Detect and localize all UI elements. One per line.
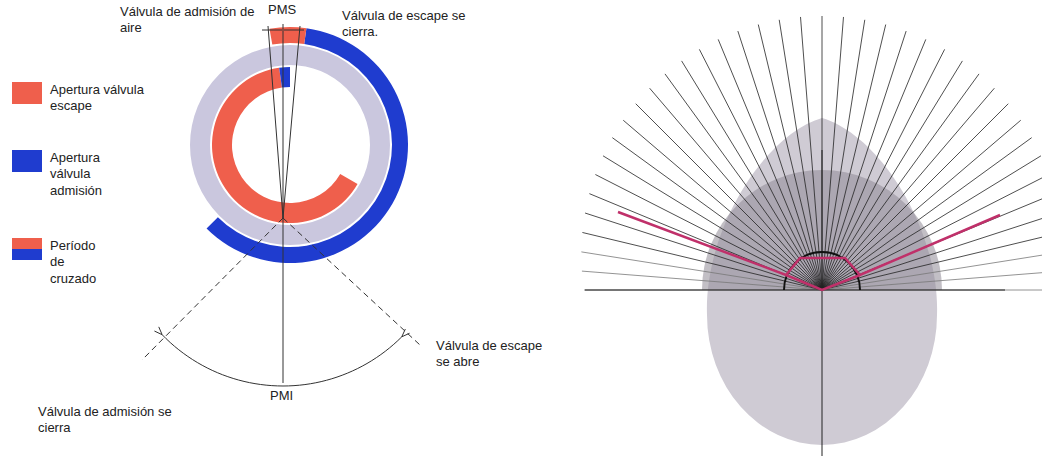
- follower-line: [618, 212, 1000, 275]
- timing-label: Válvula de admisión se cierra: [38, 404, 188, 437]
- fan-line: [822, 271, 1042, 290]
- axis-line: [822, 150, 823, 456]
- timing-line: [142, 218, 283, 360]
- legend-text: Período de cruzado: [50, 238, 108, 287]
- timing-line: [283, 218, 420, 345]
- tdc-line: [283, 24, 284, 218]
- legend-text: Apertura válvula admisión: [50, 150, 130, 199]
- fan-line: [718, 39, 822, 290]
- fan-line: [650, 88, 822, 290]
- arrowhead: [402, 329, 410, 337]
- dimension-arc: [162, 335, 283, 386]
- follower-line: [786, 275, 860, 290]
- fan-line: [758, 25, 822, 290]
- timing-line: [283, 26, 300, 218]
- intake-arc: [279, 67, 290, 88]
- dimension-arrow: [262, 30, 282, 31]
- fan-line: [665, 74, 822, 290]
- fan-line: [822, 232, 1042, 290]
- fan-line: [779, 20, 822, 290]
- fan-line: [699, 49, 822, 290]
- dimension-arc: [283, 337, 402, 386]
- fan-line: [822, 20, 865, 290]
- legend-swatch: [12, 150, 42, 172]
- legend-text: Apertura válvula escape: [50, 82, 160, 115]
- intake-arc: [207, 28, 408, 263]
- fan-line: [623, 120, 822, 290]
- fan-line: [822, 17, 843, 290]
- timing-line: [268, 26, 283, 218]
- fan-line: [822, 61, 962, 290]
- fan-line: [738, 31, 822, 290]
- timing-label: Válvula de admisión de aire: [120, 4, 260, 37]
- baseline: [585, 290, 1005, 291]
- fan-line: [822, 49, 945, 290]
- valve-track: [190, 45, 390, 245]
- arrowhead: [154, 327, 162, 335]
- legend-swatch: [12, 238, 42, 260]
- bdc-line: [283, 218, 284, 383]
- dimension-arrow: [284, 30, 304, 31]
- legend-swatch: [12, 82, 42, 104]
- fan-line: [822, 213, 1042, 290]
- fan-line: [801, 17, 822, 290]
- fan-line: [822, 31, 906, 290]
- timing-label: Válvula de escape se abre: [436, 338, 556, 371]
- fan-line: [682, 61, 822, 290]
- cam-illustration: [581, 16, 1042, 456]
- timing-label: Válvula de escape se cierra.: [342, 8, 482, 41]
- fan-line: [581, 252, 822, 290]
- timing-diagram: [142, 24, 420, 386]
- fan-line: [636, 104, 822, 290]
- dead-center-label: PMI: [270, 388, 293, 404]
- dead-center-label: PMS: [268, 2, 296, 18]
